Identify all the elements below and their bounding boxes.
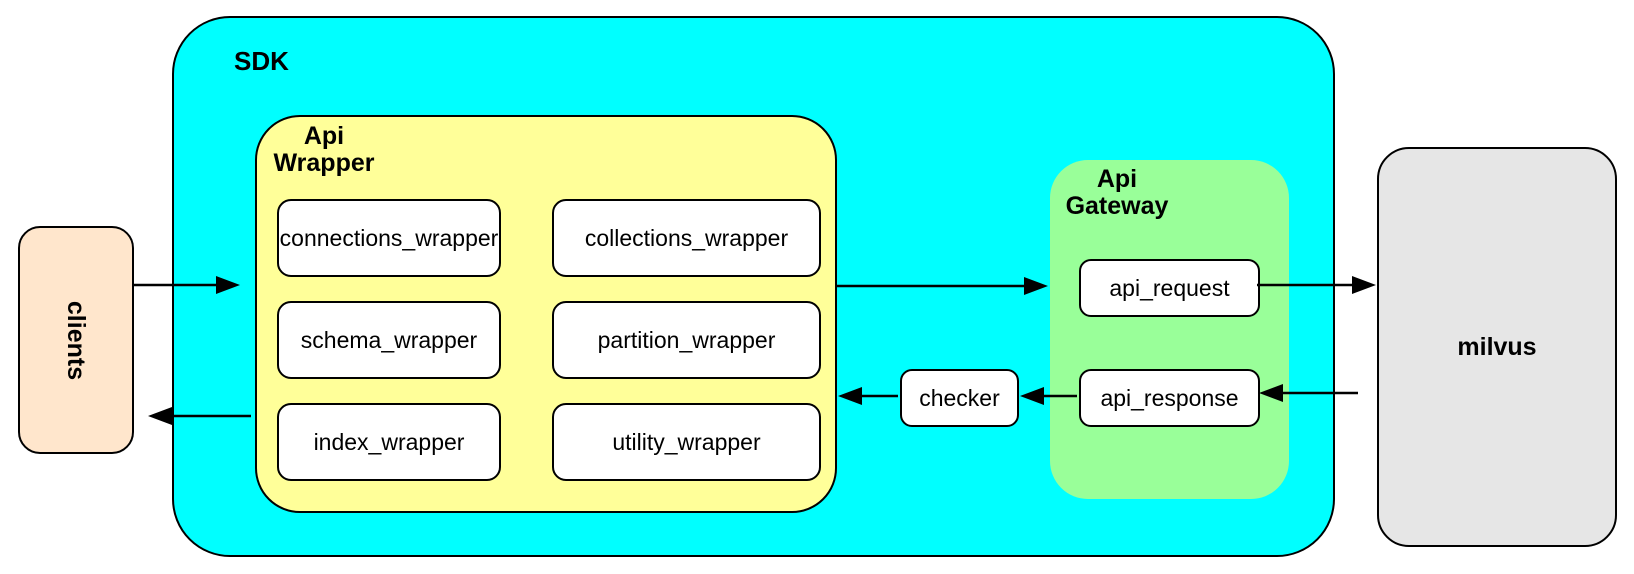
clients-node: clients xyxy=(18,226,134,454)
checker-label: checker xyxy=(919,384,1000,411)
wrapper-box-index-label: index_wrapper xyxy=(313,428,465,455)
api-response-node: api_response xyxy=(1079,369,1260,427)
sdk-container: SDK Api Wrapper connections_wrapper coll… xyxy=(172,16,1335,557)
milvus-node: milvus xyxy=(1377,147,1617,547)
wrapper-box-collections: collections_wrapper xyxy=(552,199,821,277)
api-wrapper-title-line2: Wrapper xyxy=(273,149,375,177)
wrapper-box-index: index_wrapper xyxy=(277,403,501,481)
api-gateway-title: Api Gateway xyxy=(1050,166,1184,220)
wrapper-box-partition: partition_wrapper xyxy=(552,301,821,379)
wrapper-box-partition-label: partition_wrapper xyxy=(597,326,776,353)
sdk-title: SDK xyxy=(234,46,289,76)
clients-label: clients xyxy=(62,300,91,380)
api-wrapper-container: Api Wrapper connections_wrapper collecti… xyxy=(255,115,837,513)
api-gateway-title-line1: Api xyxy=(1096,165,1138,193)
wrapper-box-schema-label: schema_wrapper xyxy=(300,326,478,353)
api-gateway-container: Api Gateway api_request api_response xyxy=(1050,160,1289,499)
api-wrapper-title-line1: Api xyxy=(303,122,345,150)
wrapper-box-collections-label: collections_wrapper xyxy=(584,224,789,251)
api-request-label: api_request xyxy=(1109,274,1230,301)
api-gateway-title-line2: Gateway xyxy=(1065,192,1169,220)
api-response-label: api_response xyxy=(1100,384,1239,411)
checker-node: checker xyxy=(900,369,1019,427)
milvus-label: milvus xyxy=(1457,332,1537,361)
wrapper-box-connections: connections_wrapper xyxy=(277,199,501,277)
wrapper-box-schema: schema_wrapper xyxy=(277,301,501,379)
api-wrapper-title: Api Wrapper xyxy=(257,123,391,177)
api-request-node: api_request xyxy=(1079,259,1260,317)
wrapper-box-utility-label: utility_wrapper xyxy=(612,428,761,455)
wrapper-box-connections-label: connections_wrapper xyxy=(279,224,499,251)
wrapper-box-utility: utility_wrapper xyxy=(552,403,821,481)
